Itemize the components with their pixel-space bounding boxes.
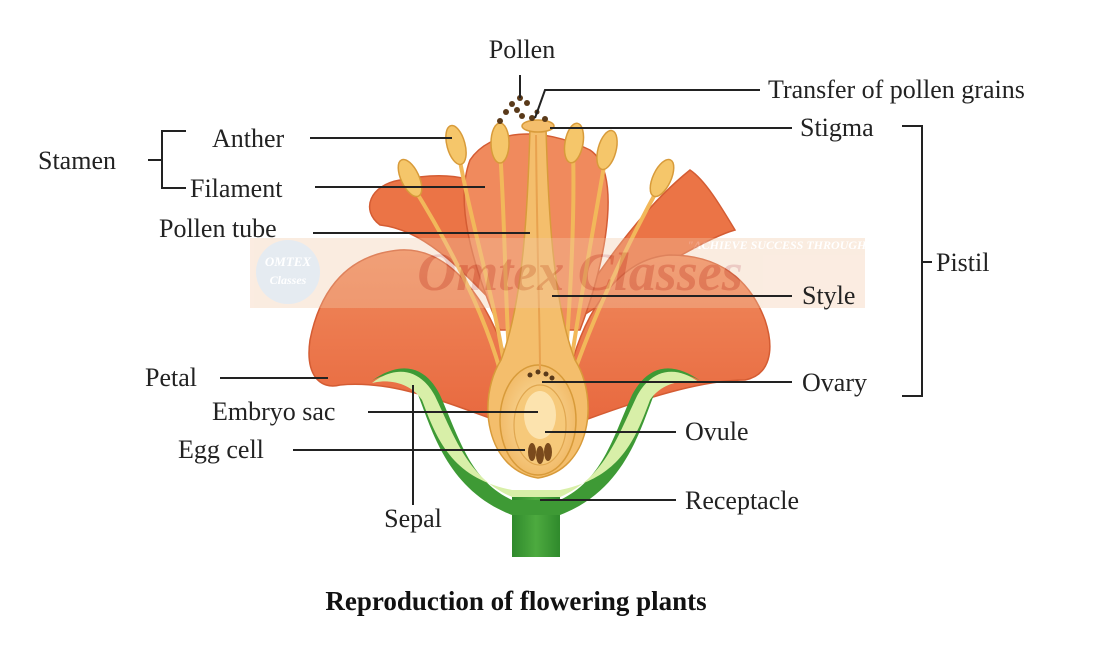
- label-ovary: Ovary: [802, 368, 867, 397]
- watermark-tagline: "ACHIEVE SUCCESS THROUGH": [687, 238, 873, 252]
- label-pistil: Pistil: [936, 248, 989, 277]
- pollen-grain: [543, 371, 549, 377]
- label-receptacle: Receptacle: [685, 486, 799, 515]
- label-style: Style: [802, 281, 855, 310]
- pollen-grain: [514, 107, 520, 113]
- label-petal: Petal: [145, 363, 197, 392]
- pistil: [487, 119, 589, 479]
- anthers: [397, 122, 675, 198]
- anther: [563, 122, 585, 164]
- label-transfer-of-pollen-grains: Transfer of pollen grains: [768, 75, 1025, 104]
- label-pollen-tube: Pollen tube: [159, 214, 277, 243]
- label-egg-cell: Egg cell: [178, 435, 264, 464]
- petal-left: [308, 249, 511, 421]
- labels: Pollen Transfer of pollen grains Stigma …: [38, 35, 1025, 616]
- leader-lines: [148, 75, 932, 505]
- filament: [573, 184, 662, 371]
- label-pollen: Pollen: [489, 35, 555, 64]
- pollen-grain: [535, 369, 541, 375]
- pollen-grain: [529, 115, 535, 121]
- label-stigma: Stigma: [800, 113, 874, 142]
- pollen-grain: [542, 116, 548, 122]
- watermark-title: Omtex Classes: [417, 242, 743, 302]
- watermark: OMTEX Classes Omtex Classes "ACHIEVE SUC…: [250, 238, 873, 308]
- pollen-grain: [519, 113, 525, 119]
- sepal-inner-light: [372, 371, 700, 497]
- egg-cell: [528, 443, 552, 464]
- pollen-grain: [549, 375, 555, 381]
- anther: [649, 158, 675, 198]
- watermark-badge-top: OMTEX: [265, 254, 312, 269]
- embryo-sac: [524, 391, 556, 439]
- pistil-bracket: [902, 125, 932, 397]
- filament: [568, 159, 607, 371]
- pollen-grain: [527, 372, 533, 378]
- pollen-tube: [535, 134, 541, 371]
- pollen-grain: [509, 101, 515, 107]
- anther: [596, 129, 618, 171]
- watermark-badge: [256, 240, 320, 304]
- filament: [456, 149, 507, 371]
- stigma: [521, 119, 555, 133]
- pollen-grain: [503, 109, 509, 115]
- pollen-grain: [497, 118, 503, 124]
- label-anther: Anther: [212, 124, 285, 153]
- stamen-bracket: [148, 130, 186, 189]
- watermark-badge-bottom: Classes: [270, 273, 307, 287]
- label-embryo-sac: Embryo sac: [212, 397, 335, 426]
- label-stamen: Stamen: [38, 146, 116, 175]
- anther: [445, 124, 467, 166]
- anther: [490, 122, 510, 164]
- pollen-grain: [524, 100, 530, 106]
- diagram-caption: Reproduction of flowering plants: [325, 586, 706, 616]
- label-sepal: Sepal: [384, 504, 442, 533]
- label-ovule: Ovule: [685, 417, 749, 446]
- label-filament: Filament: [190, 174, 283, 203]
- transfer-leader: [534, 89, 760, 119]
- filament: [410, 183, 502, 371]
